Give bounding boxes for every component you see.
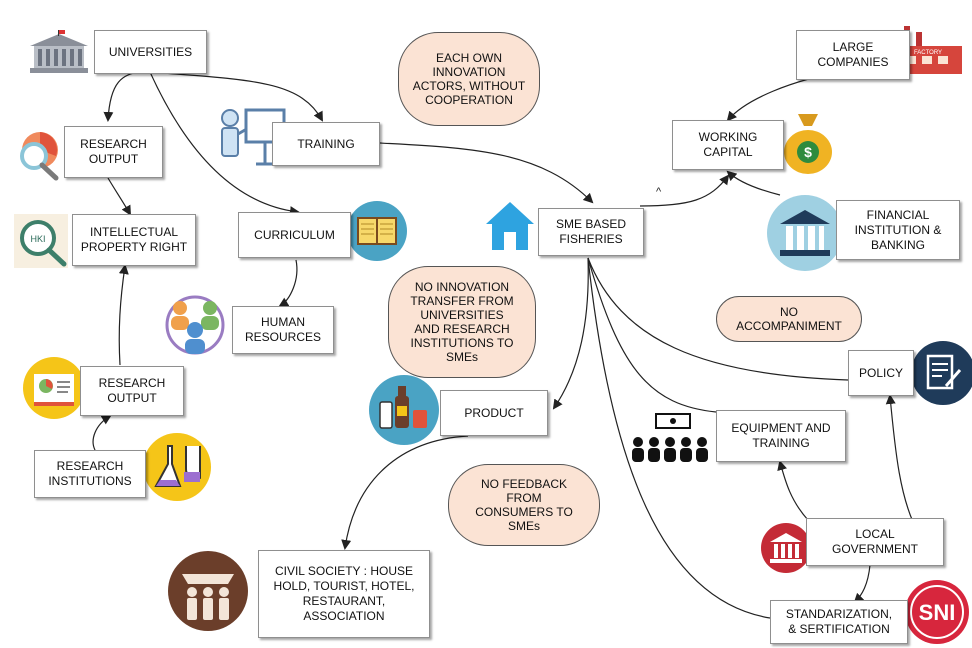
node-civil-society: CIVIL SOCIETY : HOUSE HOLD, TOURIST, HOT…	[258, 550, 430, 638]
node-policy: POLICY	[848, 350, 914, 396]
node-equipment-and-training: EQUIPMENT AND TRAINING	[716, 410, 846, 462]
svg-text:$: $	[804, 144, 812, 160]
node-product: PRODUCT	[440, 390, 548, 436]
intellectual-property-icon: HKI	[14, 214, 68, 268]
research-chart-magnifier-icon	[20, 132, 59, 181]
node-universities: UNIVERSITIES	[94, 30, 207, 74]
svg-text:SNI: SNI	[919, 600, 956, 625]
arrow-localgov-standar	[853, 564, 871, 604]
node-sme-based-fisheries: SME BASED FISHERIES	[538, 208, 644, 256]
arrow-univ-curriculum	[149, 71, 300, 216]
arrow-research-ipr	[107, 177, 131, 216]
bank-icon	[767, 195, 843, 271]
human-resources-team-icon	[165, 295, 225, 355]
node-standarization-sertification: STANDARIZATION, & SERTIFICATION	[770, 600, 908, 644]
line-sme-standar	[587, 257, 771, 619]
lab-flask-icon	[143, 433, 211, 501]
note-no-accompaniment: NO ACCOMPANIMENT	[716, 296, 862, 342]
node-intellectual-property-right: INTELLECTUAL PROPERTY RIGHT	[72, 214, 196, 266]
node-curriculum: CURRICULUM	[238, 212, 351, 258]
civil-society-people-icon	[168, 551, 248, 631]
arrow-resinst-resout	[92, 414, 112, 451]
node-working-capital: WORKING CAPITAL	[672, 120, 784, 170]
government-building-icon	[761, 523, 811, 573]
sni-certification-icon: SNI	[905, 580, 969, 644]
svg-text:FACTORY: FACTORY	[914, 50, 942, 56]
factory-icon: FACTORY	[900, 26, 962, 74]
arrow-univ-training	[149, 71, 323, 122]
arrow-resout-ipr	[118, 264, 129, 366]
arrow-training-sme	[379, 142, 594, 204]
arrow-product-civil	[341, 435, 469, 550]
policy-document-icon	[911, 341, 972, 405]
university-building-icon	[30, 30, 88, 73]
research-report-icon	[23, 357, 85, 419]
line-sme-policy	[587, 257, 849, 381]
node-research-output-top: RESEARCH OUTPUT	[64, 126, 163, 178]
node-human-resources: HUMAN RESOURCES	[232, 306, 334, 354]
note-no-innovation-transfer: NO INNOVATION TRANSFER FROM UNIVERSITIES…	[388, 266, 536, 378]
node-research-output-bottom: RESEARCH OUTPUT	[80, 366, 184, 416]
svg-text:HKI: HKI	[30, 234, 45, 244]
arrow-sme-workcap	[639, 174, 730, 207]
node-training: TRAINING	[272, 122, 380, 166]
money-bag-icon: $	[784, 114, 832, 174]
node-financial-institution: FINANCIAL INSTITUTION & BANKING	[836, 200, 960, 260]
node-research-institutions: RESEARCH INSTITUTIONS	[34, 450, 146, 498]
arrow-localgov-equipment	[777, 460, 809, 521]
arrow-localgov-policy	[885, 394, 919, 533]
product-bottles-icon	[369, 375, 439, 445]
arrow-fin-workcap	[726, 170, 781, 196]
node-large-companies: LARGE COMPANIES	[796, 30, 910, 80]
equipment-training-audience-icon	[632, 413, 708, 462]
arrow-sme-product	[552, 257, 589, 410]
house-icon	[486, 202, 534, 250]
arrow-univ-research	[103, 71, 151, 122]
note-no-feedback: NO FEEDBACK FROM CONSUMERS TO SMEs	[448, 464, 600, 546]
book-icon	[347, 201, 407, 261]
node-local-government: LOCAL GOVERNMENT	[806, 518, 944, 566]
line-sme-equipment	[587, 257, 717, 413]
caret-mark: ^	[656, 186, 662, 198]
note-no-cooperation: EACH OWN INNOVATION ACTORS, WITHOUT COOP…	[398, 32, 540, 126]
arrow-curriculum-hr	[278, 259, 298, 308]
